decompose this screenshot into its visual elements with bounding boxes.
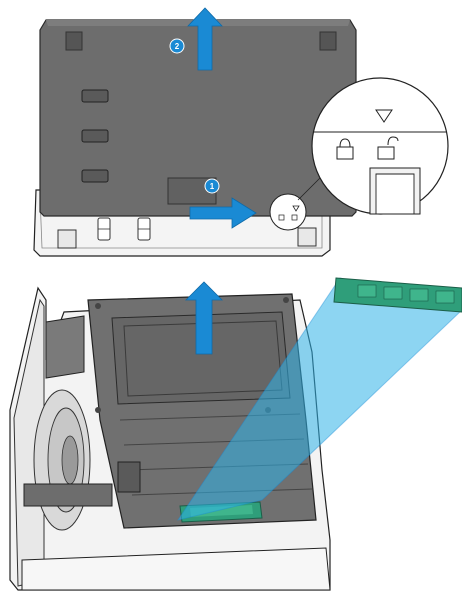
screw (283, 297, 289, 303)
arrow-up-icon (187, 7, 223, 71)
screw (95, 303, 101, 309)
step-badge-2: 2 (169, 38, 185, 54)
cover-slot (81, 129, 109, 143)
memory-module-icon (333, 277, 462, 313)
cover-slot (81, 169, 109, 183)
unlock-icon (377, 136, 399, 160)
drive-bay (45, 315, 85, 379)
projection-beam (176, 277, 462, 521)
cable-strip (23, 483, 113, 507)
cover-slot (81, 89, 109, 103)
step-badge-1: 1 (204, 178, 220, 194)
step-number: 1 (210, 182, 215, 191)
lock-callout-magnified (311, 77, 449, 215)
screw (95, 407, 101, 413)
cover-tab (319, 31, 337, 51)
lock-icon (336, 138, 354, 160)
arrow-right-icon (189, 197, 257, 229)
base-foot (297, 227, 317, 247)
triangle-indicator-icon (375, 109, 393, 123)
lock-indicator (269, 193, 307, 231)
top-illustration: 2 1 (33, 7, 449, 257)
base-foot (57, 229, 77, 249)
step-number: 2 (175, 42, 180, 51)
lock-icon (278, 214, 285, 221)
side-bracket (117, 461, 141, 493)
cover-tab (65, 31, 83, 51)
triangle-indicator-icon (292, 205, 300, 212)
arrow-up-icon (185, 281, 223, 355)
bottom-illustration (9, 277, 462, 591)
fan (33, 389, 91, 531)
unlock-icon (291, 214, 298, 221)
